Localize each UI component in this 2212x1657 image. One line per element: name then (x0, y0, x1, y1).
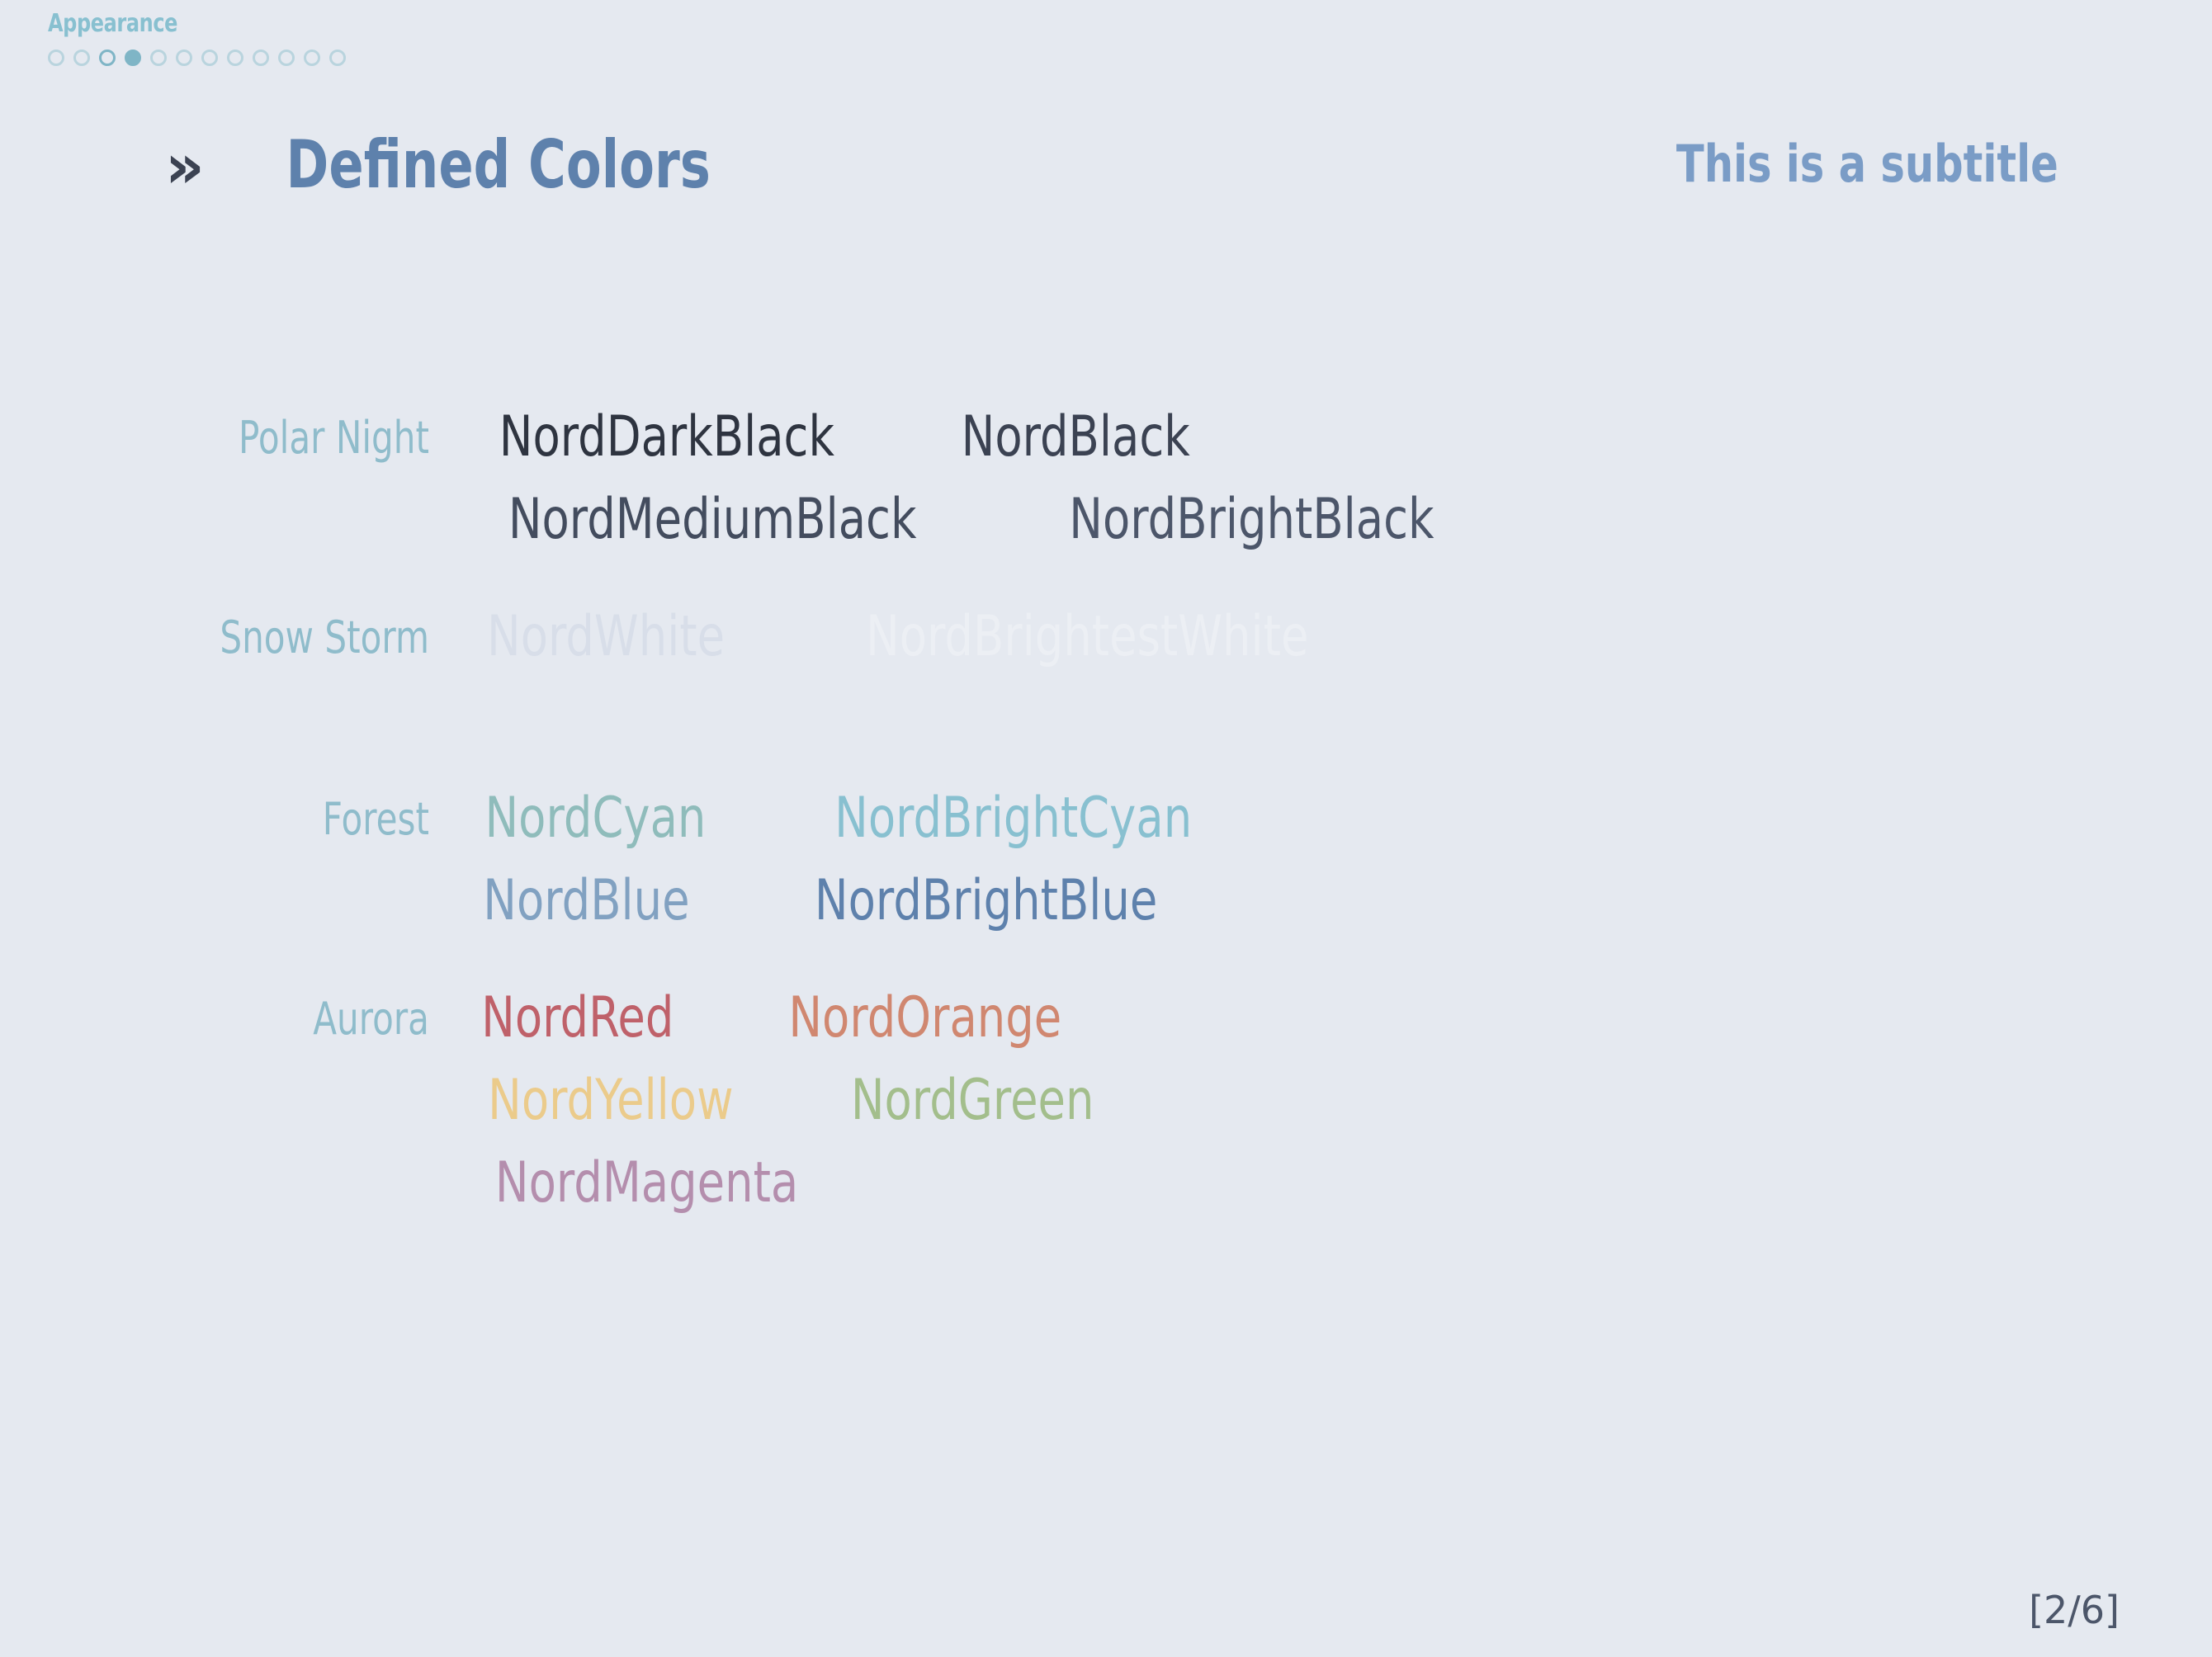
color-swatch-name: NordCyan (484, 786, 707, 851)
frame-title-row: » Defined Colors This is a subtitle (0, 132, 2212, 223)
color-group-label: Snow Storm (220, 611, 429, 663)
frame-subtitle: This is a subtitle (1676, 134, 2059, 194)
page-number: [2/6] (2029, 1588, 2120, 1632)
slide-navigation-bar: Appearance (48, 12, 346, 66)
progress-dot-11[interactable] (304, 50, 320, 66)
progress-dot-4[interactable] (125, 50, 141, 66)
color-swatch-name: NordYellow (488, 1068, 734, 1133)
color-swatch-name: NordOrange (787, 985, 1061, 1050)
color-swatch-name: NordGreen (850, 1068, 1094, 1133)
color-swatch-name: NordDarkBlack (499, 404, 834, 470)
color-swatch-name: NordBrightCyan (834, 786, 1193, 851)
color-swatch-name: NordRed (481, 985, 674, 1050)
progress-dot-12[interactable] (329, 50, 346, 66)
group-spacer (0, 956, 2212, 990)
progress-dot-3[interactable] (99, 50, 116, 66)
color-group-label: Polar Night (238, 412, 429, 464)
color-row: NordMagenta (457, 1155, 2212, 1238)
chevron-right-icon: » (165, 131, 205, 202)
color-group-label: Aurora (313, 993, 429, 1045)
color-group-label: Forest (322, 793, 429, 845)
progress-dot-7[interactable] (201, 50, 218, 66)
group-spacer (0, 692, 2212, 791)
progress-dot-10[interactable] (278, 50, 295, 66)
section-name-label: Appearance (48, 9, 178, 38)
slide-progress-dots[interactable] (48, 50, 346, 66)
color-swatch-name: NordBrightestWhite (866, 604, 1309, 669)
progress-dot-8[interactable] (227, 50, 243, 66)
progress-dot-1[interactable] (48, 50, 64, 66)
progress-dot-2[interactable] (73, 50, 90, 66)
color-swatch-name: NordMagenta (494, 1150, 799, 1216)
progress-dot-6[interactable] (176, 50, 192, 66)
color-swatch-name: NordWhite (487, 604, 726, 669)
progress-dot-9[interactable] (253, 50, 269, 66)
color-swatch-name: NordBrightBlue (814, 868, 1158, 933)
color-swatch-name: NordBrightBlack (1069, 487, 1434, 552)
frame-title: » Defined Colors (165, 132, 770, 198)
progress-dot-5[interactable] (150, 50, 167, 66)
color-swatch-name: NordBlue (483, 868, 690, 933)
page-title: Defined Colors (286, 126, 711, 203)
color-swatch-name: NordBlack (961, 404, 1190, 470)
color-swatch-name: NordMediumBlack (508, 487, 917, 552)
